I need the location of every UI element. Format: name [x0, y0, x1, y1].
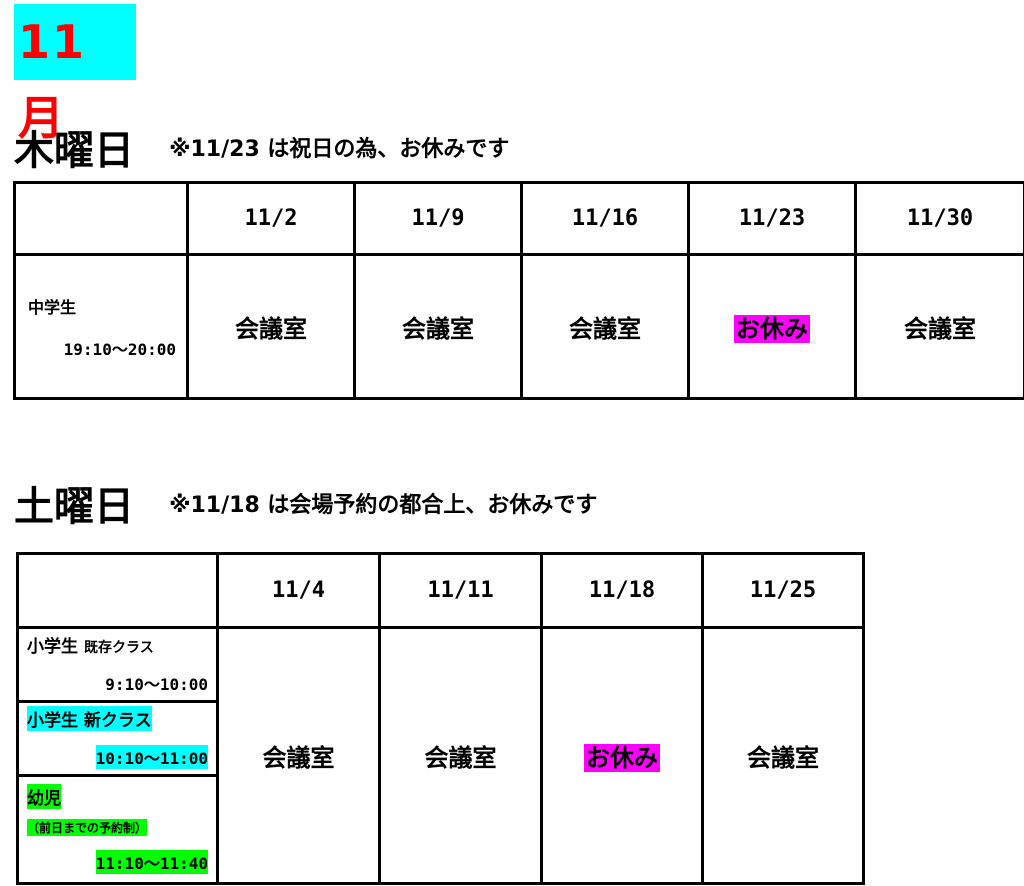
- room-cell: 会議室: [854, 253, 1024, 400]
- holiday-badge: お休み: [734, 315, 810, 343]
- room-cell: 会議室: [186, 253, 356, 400]
- class-name: 小学生 新クラス: [27, 706, 152, 731]
- table-row: 幼児 （前日までの予約制） 11:10～11:40: [16, 774, 864, 885]
- date-header: 11/25: [701, 552, 865, 629]
- class-time: 11:10～11:40: [95, 849, 208, 874]
- date-header: 11/30: [854, 181, 1024, 256]
- table-row: 小学生既存クラス 9:10～10:00 会議室 会議室 お休み 会議室: [16, 626, 865, 885]
- corner-cell: [13, 181, 189, 256]
- thursday-note: ※11/23 は祝日の為、お休みです: [169, 137, 510, 162]
- holiday-cell: お休み: [540, 626, 704, 885]
- date-header: 11/9: [353, 181, 523, 256]
- room-cell: 会議室: [701, 626, 865, 885]
- class-name: 小学生: [27, 637, 78, 657]
- saturday-note: ※11/18 は会場予約の都合上、お休みです: [169, 493, 598, 518]
- class-label-cell: 小学生 新クラス 10:10～11:00: [16, 700, 219, 777]
- class-name: 中学生: [28, 297, 77, 317]
- table-row: 中学生 19:10～20:00 会議室 会議室 会議室 お休み 会議室: [13, 253, 1024, 400]
- class-name: 幼児: [27, 783, 61, 809]
- room-cell: 会議室: [353, 253, 523, 400]
- class-time: 10:10～11:00: [95, 745, 208, 769]
- saturday-schedule-table: 11/4 11/11 11/18 11/25 小学生既存クラス 9:10～10:…: [16, 552, 865, 885]
- class-note: （前日までの予約制）: [27, 818, 148, 836]
- class-label-cell: 幼児 （前日までの予約制） 11:10～11:40: [16, 774, 219, 885]
- thursday-schedule-table: 11/2 11/9 11/16 11/23 11/30 中学生 19:10～20…: [13, 181, 1024, 400]
- class-subname: 既存クラス: [84, 640, 154, 656]
- table-header-row: 11/4 11/11 11/18 11/25: [16, 552, 865, 629]
- month-title: 11 月: [14, 4, 136, 145]
- class-label-cell: 小学生既存クラス 9:10～10:00: [16, 626, 219, 703]
- thursday-day-label: 木曜日: [14, 128, 134, 174]
- class-time: 9:10～10:00: [105, 675, 208, 694]
- class-time: 19:10～20:00: [63, 339, 176, 359]
- saturday-day-label: 土曜日: [14, 484, 134, 530]
- table-header-row: 11/2 11/9 11/16 11/23 11/30: [13, 181, 1024, 256]
- date-header: 11/2: [186, 181, 356, 256]
- table-row: 小学生 新クラス 10:10～11:00: [16, 700, 864, 777]
- saturday-heading: 土曜日 ※11/18 は会場予約の都合上、お休みです: [14, 474, 597, 532]
- holiday-badge: お休み: [584, 744, 660, 772]
- room-cell: 会議室: [216, 626, 381, 885]
- date-header: 11/11: [378, 552, 543, 629]
- date-header: 11/16: [520, 181, 690, 256]
- corner-cell: [16, 552, 219, 629]
- date-header: 11/18: [540, 552, 704, 629]
- room-cell: 会議室: [520, 253, 690, 400]
- class-label-cell: 中学生 19:10～20:00: [13, 253, 189, 400]
- thursday-heading: 木曜日 ※11/23 は祝日の為、お休みです: [14, 118, 509, 176]
- date-header: 11/4: [216, 552, 381, 629]
- holiday-cell: お休み: [687, 253, 857, 400]
- date-header: 11/23: [687, 181, 857, 256]
- room-cell: 会議室: [378, 626, 543, 885]
